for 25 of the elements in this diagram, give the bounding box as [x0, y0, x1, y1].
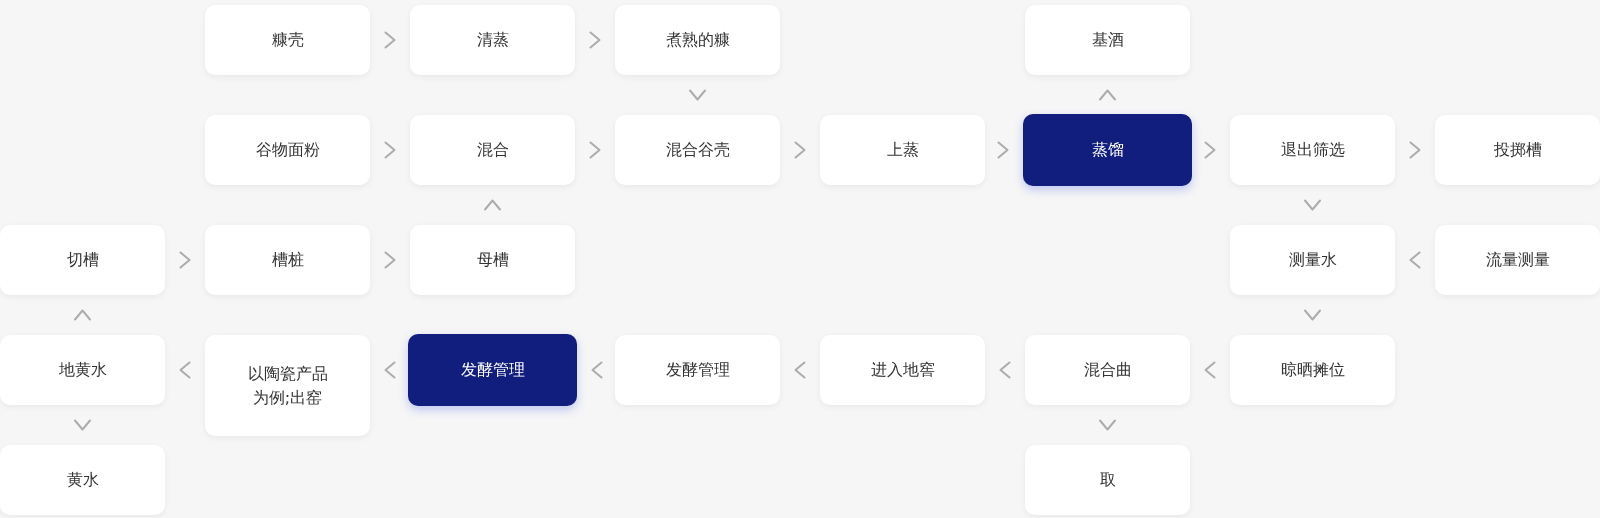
process-box: 地黄水 — [0, 335, 165, 405]
process-box: 切槽 — [0, 225, 165, 295]
process-box: 以陶瓷产品为例;出窑 — [205, 335, 370, 436]
process-box: 糠壳 — [205, 5, 370, 75]
process-box: 混合谷壳 — [615, 115, 780, 185]
process-box: 谷物面粉 — [205, 115, 370, 185]
process-box: 进入地窖 — [820, 335, 985, 405]
process-box: 上蒸 — [820, 115, 985, 185]
process-box: 退出筛选 — [1230, 115, 1395, 185]
process-box: 测量水 — [1230, 225, 1395, 295]
process-box: 基酒 — [1025, 5, 1190, 75]
process-box: 槽桩 — [205, 225, 370, 295]
process-box: 黄水 — [0, 445, 165, 515]
process-box: 投掷槽 — [1435, 115, 1600, 185]
process-box: 发酵管理 — [615, 335, 780, 405]
process-box: 流量测量 — [1435, 225, 1600, 295]
process-box: 晾晒摊位 — [1230, 335, 1395, 405]
process-box: 蒸馏 — [1023, 114, 1192, 186]
process-box: 混合 — [410, 115, 575, 185]
process-box: 取 — [1025, 445, 1190, 515]
process-box: 母槽 — [410, 225, 575, 295]
process-box: 混合曲 — [1025, 335, 1190, 405]
process-box: 清蒸 — [410, 5, 575, 75]
process-box: 发酵管理 — [408, 334, 577, 406]
process-box: 煮熟的糠 — [615, 5, 780, 75]
